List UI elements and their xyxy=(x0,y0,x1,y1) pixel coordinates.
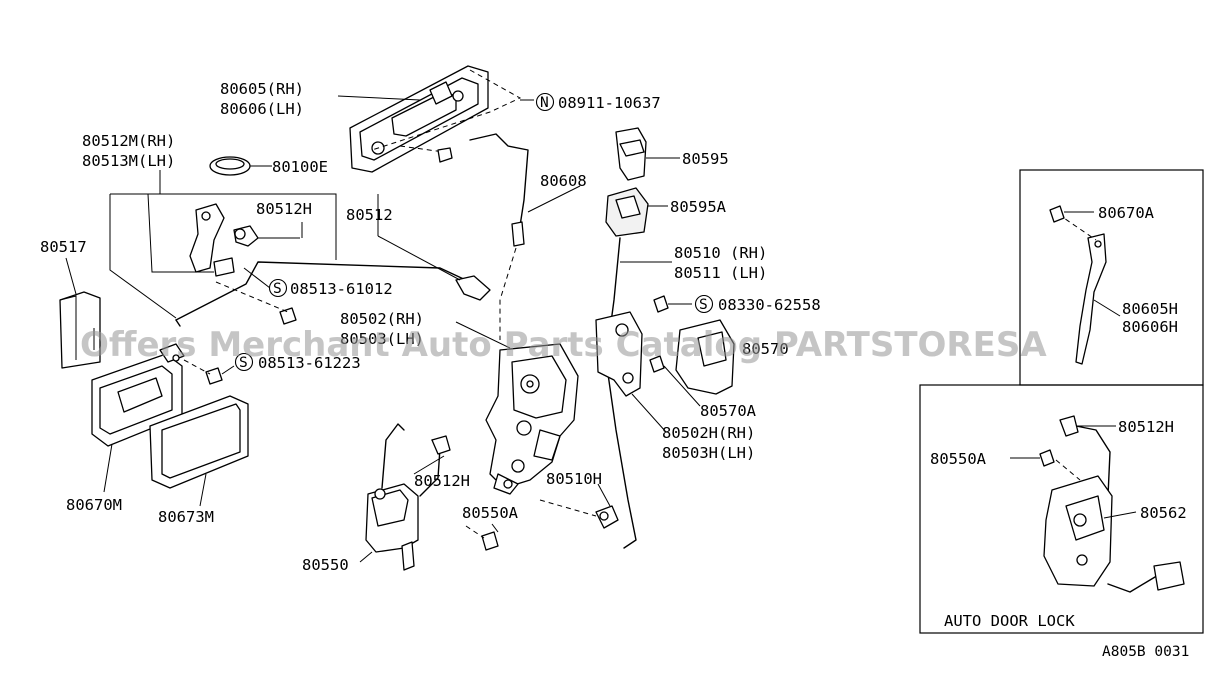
callout-80517: 80517 xyxy=(40,238,87,256)
callout-80550a-inset: 80550A xyxy=(930,450,987,468)
callout-80605: 80605(RH) xyxy=(220,80,304,98)
callout-80512h-upper: 80512H xyxy=(256,200,312,218)
leader-line xyxy=(377,235,461,281)
s-symbol-icon xyxy=(268,278,288,298)
watermark: Offers Merchant Auto Parts Catalog PARTS… xyxy=(80,325,1047,365)
clip-80512h-part xyxy=(233,225,259,247)
callout-80608: 80608 xyxy=(540,172,587,190)
leader-line xyxy=(527,185,581,213)
callout-80670a: 80670A xyxy=(1098,204,1155,222)
callout-80100e: 80100E xyxy=(272,158,328,176)
callout-08330: 08330-62558 xyxy=(718,296,821,314)
callout-80503h: 80503H(LH) xyxy=(662,444,755,462)
screw-part xyxy=(465,525,499,551)
leader-line xyxy=(1103,511,1137,519)
callout-80570a: 80570A xyxy=(700,402,757,420)
leader-line xyxy=(491,523,499,533)
callout-80510h: 80510H xyxy=(546,470,602,488)
callout-80503: 80503(LH) xyxy=(340,330,424,348)
inset-box-upper xyxy=(1019,169,1204,386)
bellcrank-part xyxy=(595,311,643,397)
leader-line xyxy=(455,321,511,349)
leader-line xyxy=(337,95,421,101)
actuator-80570-part xyxy=(649,319,735,395)
callout-08513-61223: 08513-61223 xyxy=(258,354,361,372)
diagram-code: A805B 0031 xyxy=(1102,644,1189,660)
clip-80100e-part xyxy=(209,156,251,176)
actuator-80550-part xyxy=(365,423,451,571)
callout-80512: 80512 xyxy=(346,206,393,224)
callout-08911-symbol: N xyxy=(540,95,549,111)
inset-caption: AUTO DOOR LOCK xyxy=(944,612,1075,630)
bracket-line xyxy=(109,194,177,319)
inset-auto-lock-part xyxy=(1039,415,1185,593)
callout-80513m: 80513M(LH) xyxy=(82,152,175,170)
callout-80606h: 80606H xyxy=(1122,318,1178,336)
callout-80512m: 80512M(RH) xyxy=(82,132,175,150)
screw-part xyxy=(215,281,297,325)
callout-80511: 80511 (LH) xyxy=(674,264,767,282)
callout-80512h-inset: 80512H xyxy=(1118,418,1174,436)
leader-line xyxy=(631,393,667,433)
s-symbol-icon xyxy=(234,352,254,372)
inside-handle-rod-part xyxy=(175,203,491,327)
inset-lever-part xyxy=(1049,205,1107,365)
clip-80510h-part xyxy=(539,499,619,529)
bracket-line xyxy=(110,193,337,260)
bezel-80673m-part xyxy=(149,395,249,489)
leader-line xyxy=(243,267,271,289)
callout-80673m: 80673M xyxy=(158,508,214,526)
callout-80595a: 80595A xyxy=(670,198,727,216)
leader-line xyxy=(199,473,207,507)
dash-line xyxy=(499,247,517,340)
inset-box-lower xyxy=(919,384,1204,634)
callout-80595: 80595 xyxy=(682,150,729,168)
callout-08911: 08911-10637 xyxy=(558,94,661,112)
leader-line xyxy=(359,551,373,563)
n-symbol-icon xyxy=(535,92,555,112)
leader-line xyxy=(1093,299,1121,317)
lock-rod-part xyxy=(605,237,637,549)
callout-08513-61223-symbol: S xyxy=(239,355,248,371)
callout-80562: 80562 xyxy=(1140,504,1187,522)
screw-part xyxy=(653,295,692,313)
callout-80550: 80550 xyxy=(302,556,349,574)
s-symbol-icon xyxy=(694,294,714,314)
callout-80606: 80606(LH) xyxy=(220,100,304,118)
callout-80510: 80510 (RH) xyxy=(674,244,767,262)
rod-clip-part xyxy=(511,221,525,247)
leader-line xyxy=(663,365,701,407)
bracket-line xyxy=(147,193,214,273)
callout-80502h: 80502H(RH) xyxy=(662,424,755,442)
callout-80670m: 80670M xyxy=(66,496,122,514)
screw-part xyxy=(183,359,223,385)
callout-08330-symbol: S xyxy=(699,297,708,313)
callout-08513-61012-symbol: S xyxy=(273,281,282,297)
leader-line xyxy=(221,365,235,375)
callout-80605h: 80605H xyxy=(1122,300,1178,318)
lock-knob-part xyxy=(605,127,649,237)
leader-line xyxy=(597,483,611,507)
leader-line xyxy=(65,257,77,295)
leader-line xyxy=(413,455,445,475)
outside-handle-part xyxy=(349,65,522,173)
callout-80570: 80570 xyxy=(742,340,789,358)
door-latch-part xyxy=(485,343,579,495)
leader-line xyxy=(103,443,113,493)
callout-80502: 80502(RH) xyxy=(340,310,424,328)
escutcheon-80517-part xyxy=(59,291,101,369)
callout-80512h-lower: 80512H xyxy=(414,472,470,490)
callout-08513-61012: 08513-61012 xyxy=(290,280,393,298)
callout-80550a: 80550A xyxy=(462,504,519,522)
